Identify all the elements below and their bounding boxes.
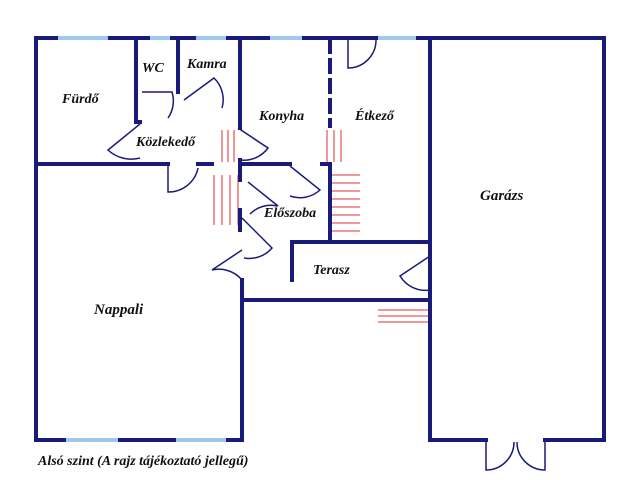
walls (34, 36, 606, 442)
plan-caption: Alsó szint (A rajz tájékoztató jellegű) (37, 454, 248, 469)
door-eloszoba-bottom (241, 217, 274, 260)
room-label-terasz: Terasz (313, 263, 350, 278)
room-label-furdo: Fürdő (61, 92, 100, 107)
door-kamra (183, 77, 224, 109)
door-garage-left (485, 441, 515, 471)
door-kozlekedo-left (106, 123, 141, 160)
room-label-etkezo: Étkező (354, 107, 395, 124)
room-label-kozlekedo: Közlekedő (135, 135, 196, 150)
room-label-eloszoba: Előszoba (263, 206, 316, 221)
door-etkezo-top (347, 39, 377, 69)
room-label-konyha: Konyha (258, 109, 304, 124)
door-garage-right (516, 441, 546, 471)
door-kozlekedo-right (237, 127, 270, 161)
door-terasz (398, 255, 431, 292)
door-kozlekedo-bottom (167, 162, 199, 193)
door-eloszoba-left (247, 181, 279, 215)
room-label-garazs: Garázs (480, 188, 524, 204)
room-label-kamra: Kamra (186, 57, 227, 72)
door-eloszoba-top (289, 165, 322, 199)
room-label-nappali: Nappali (93, 302, 144, 318)
doors (106, 39, 546, 471)
door-entrance (211, 249, 243, 281)
stairs (213, 130, 428, 323)
room-label-wc: WC (142, 61, 164, 76)
door-wc (142, 91, 175, 119)
windows (58, 36, 416, 442)
